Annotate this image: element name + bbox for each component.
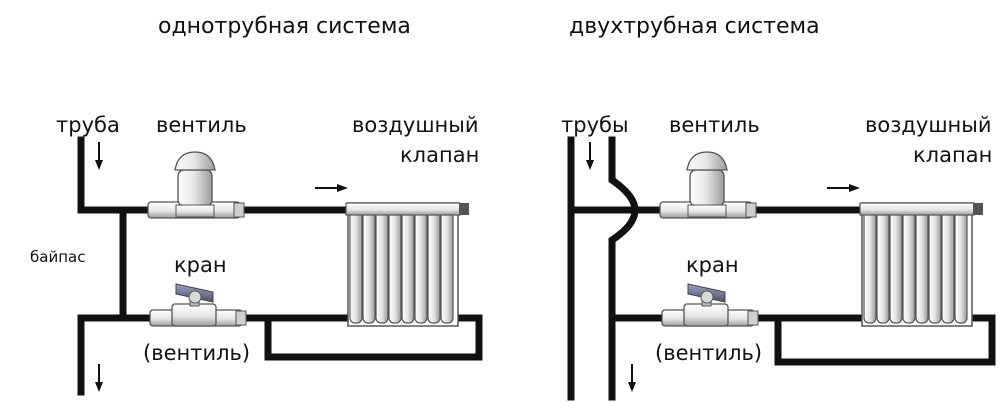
one-pipe-title: однотрубная система (158, 14, 411, 39)
pipe-label: труба (56, 113, 120, 137)
tap-alt-label: (вентиль) (143, 341, 250, 365)
arrow-right-icon (827, 184, 860, 192)
air-valve-label-line2: клапан (400, 143, 479, 167)
arrow-down-icon (586, 142, 594, 170)
arrow-down-icon (628, 364, 636, 392)
pipes-label: трубы (561, 113, 629, 137)
valve-label: вентиль (669, 113, 760, 137)
arrow-down-icon (95, 364, 103, 392)
air-valve-icon (459, 203, 469, 215)
air-valve-label-line1: воздушный (352, 113, 479, 137)
tap-label: кран (174, 253, 227, 277)
valve-label: вентиль (156, 113, 247, 137)
right-pipes (567, 136, 996, 401)
arrow-down-icon (95, 142, 103, 170)
tap-alt-label: (вентиль) (655, 341, 762, 365)
thermostatic-valve-icon (659, 151, 757, 219)
left-pipes (77, 136, 483, 396)
thermostatic-valve-icon (147, 151, 245, 219)
air-valve-icon (973, 203, 983, 215)
one-pipe-system: однотрубная система труба вентиль воздуш… (30, 14, 483, 396)
two-pipe-title: двухтрубная система (569, 14, 820, 39)
arrow-right-icon (315, 184, 348, 192)
two-pipe-system: двухтрубная система трубы вентиль воздуш… (561, 14, 996, 401)
air-valve-label-line2: клапан (913, 143, 992, 167)
ball-valve-icon (149, 283, 247, 327)
radiator-icon (345, 202, 461, 327)
air-valve-label-line1: воздушный (865, 113, 992, 137)
bypass-label: байпас (30, 248, 85, 266)
ball-valve-icon (661, 283, 759, 327)
radiator-icon (859, 202, 975, 327)
tap-label: кран (686, 253, 739, 277)
